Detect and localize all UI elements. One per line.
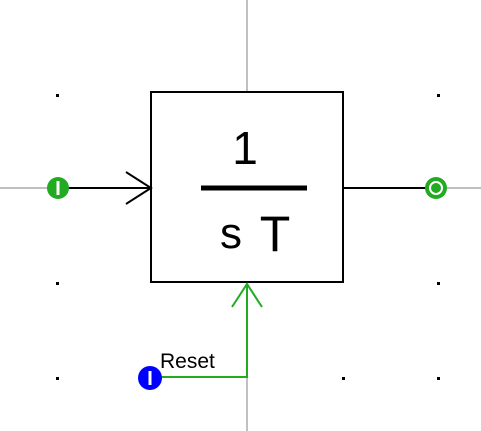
- reset-port[interactable]: [138, 366, 162, 390]
- input-arrow-icon: [125, 171, 153, 205]
- grid-dot: [56, 282, 59, 285]
- grid-dot: [437, 94, 440, 97]
- grid-dot: [437, 282, 440, 285]
- reset-label: Reset: [160, 350, 215, 373]
- reset-wire[interactable]: [150, 284, 248, 378]
- block-numerator: 1: [232, 122, 258, 174]
- output-port-icon[interactable]: [425, 177, 447, 199]
- reset-arrow-icon: [231, 282, 263, 308]
- grid-dot: [437, 377, 440, 380]
- grid-dot: [56, 377, 59, 380]
- grid-dot: [342, 377, 345, 380]
- output-port[interactable]: [425, 177, 447, 199]
- reset-connection: [150, 282, 263, 378]
- block-denominator-t: T: [260, 206, 291, 262]
- grid-dot: [56, 94, 59, 97]
- output-port-ring: [429, 181, 443, 195]
- input-connection: [58, 171, 153, 205]
- block-denominator-s: s: [220, 209, 242, 258]
- integrator-block[interactable]: 1 s T: [150, 91, 344, 283]
- grid-dots: [56, 94, 440, 380]
- input-port[interactable]: [47, 177, 69, 199]
